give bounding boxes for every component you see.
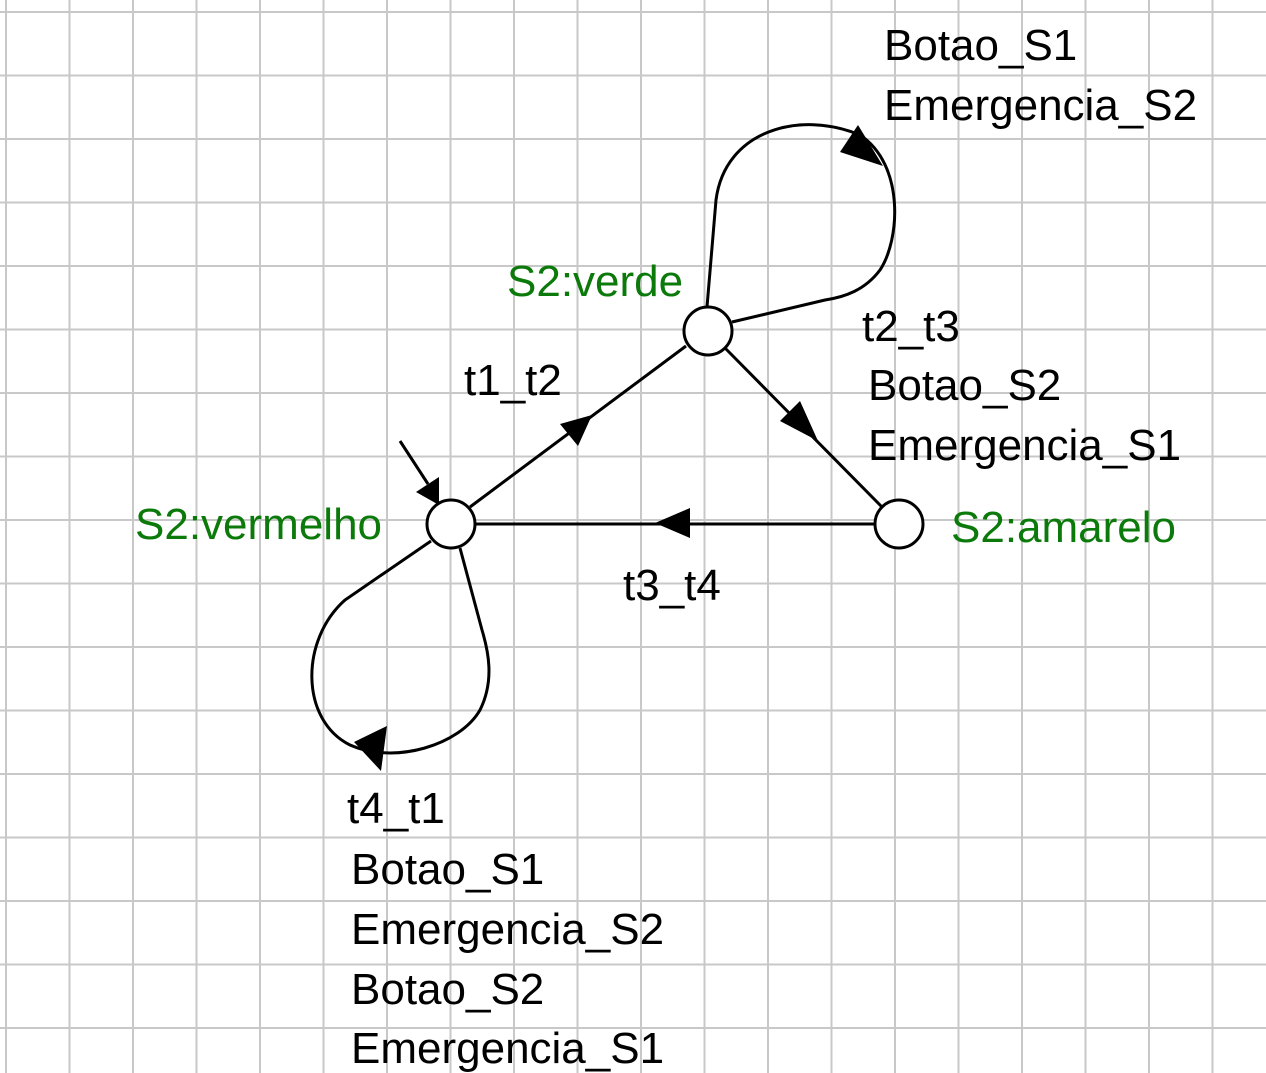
arrow-t2-t3	[780, 401, 818, 441]
state-label-verde: S2:verde	[507, 257, 683, 306]
edge-loop-verde	[705, 123, 897, 324]
transition-label-t2-t3: t2_t3 Botao_S2 Emergencia_S1	[862, 302, 1181, 470]
edge-loop-vermelho	[310, 539, 491, 755]
arrow-loop-vermelho	[354, 726, 387, 771]
arrow-initial	[416, 477, 439, 505]
transition-label-t3-t4: t3_t4	[623, 561, 721, 610]
state-label-amarelo: S2:amarelo	[951, 503, 1176, 552]
state-node-vermelho[interactable]	[425, 498, 477, 550]
arrow-t1-t2	[560, 415, 592, 446]
transition-label-t4-t1: t4_t1 Botao_S1 Emergencia_S2 Botao_S2 Em…	[347, 784, 676, 1073]
arrow-t3-t4	[655, 508, 690, 538]
state-node-amarelo[interactable]	[873, 498, 925, 550]
state-node-verde[interactable]	[682, 305, 734, 357]
arrow-loop-verde	[840, 125, 883, 166]
transition-label-t1-t2: t1_t2	[464, 356, 562, 405]
state-label-vermelho: S2:vermelho	[135, 500, 382, 549]
transition-label-loop-verde: Botao_S1 Emergencia_S2	[884, 21, 1197, 130]
edge-initial	[398, 440, 430, 485]
